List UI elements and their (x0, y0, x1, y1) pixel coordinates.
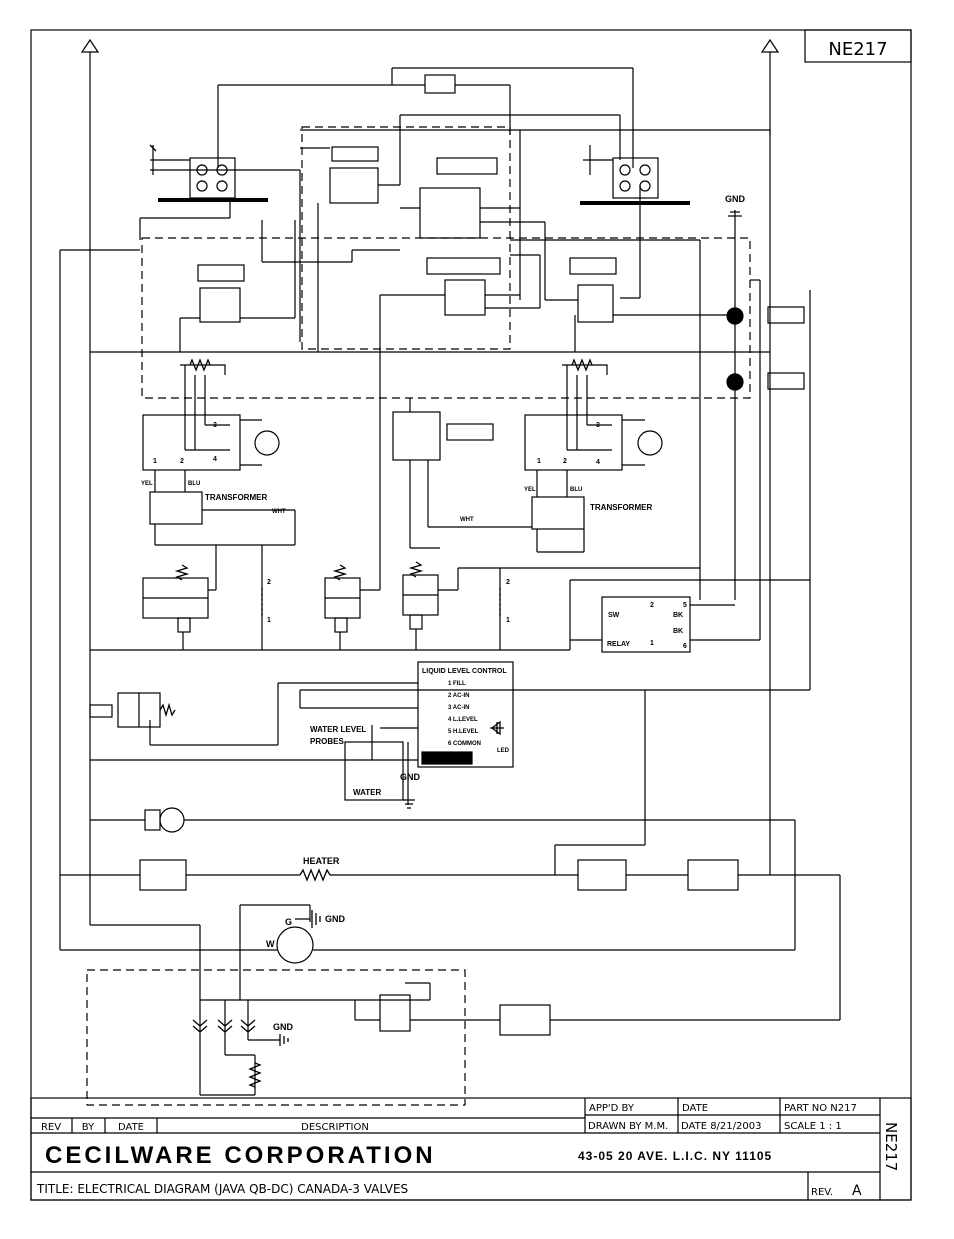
line-terminal-left-icon (80, 38, 100, 53)
part-no: PART NO N217 (784, 1103, 857, 1114)
transformer-left-label: TRANSFORMER (205, 493, 267, 502)
relay-terminal-5: 5 (683, 602, 687, 609)
valve-spring-left-icon (174, 564, 190, 581)
diode-icon (490, 720, 504, 736)
col-by: BY (82, 1122, 95, 1133)
gnd-water-icon (403, 799, 415, 809)
relay-terminal-2: 2 (650, 602, 654, 609)
water-label: WATER (353, 788, 382, 797)
thermistor-right-icon (571, 358, 593, 372)
terminal-1-left: 1 (153, 458, 157, 465)
gnd-bottom-icon (279, 1034, 289, 1046)
water-level-probes-line2: PROBES (310, 737, 344, 746)
coil-right-terminal-2: 2 (506, 579, 510, 586)
company-name: CECILWARE CORPORATION (45, 1142, 436, 1169)
water-level-probes-line1: WATER LEVEL (310, 725, 366, 734)
rev-label: REV. (811, 1187, 833, 1198)
blu-right-label: BLU (570, 487, 582, 493)
gnd-plug-label: GND (325, 914, 346, 924)
coil-left-terminal-2: 2 (267, 579, 271, 586)
company-address: 43-05 20 AVE. L.I.C. NY 11105 (578, 1149, 772, 1163)
llc-title: LIQUID LEVEL CONTROL (422, 668, 507, 675)
corner-part-box (804, 29, 912, 63)
gnd-bottom-label: GND (273, 1022, 294, 1032)
llc-item-6: 6 COMMON (448, 741, 481, 747)
terminal-3-right: 3 (596, 422, 600, 429)
transformer-right-label: TRANSFORMER (590, 503, 652, 512)
plug-g-label: G (285, 917, 292, 927)
drawn-by: DRAWN BY M.M. (588, 1121, 668, 1132)
rev-value: A (852, 1183, 862, 1199)
three-way-valve-spring-icon (159, 702, 176, 718)
coil-right-terminal-1: 1 (506, 617, 510, 624)
line-terminal-right-icon (760, 38, 780, 53)
llc-item-3: 3 AC-IN (448, 705, 469, 711)
drawing-frame (30, 29, 912, 1201)
coil-left-terminal-1: 1 (267, 617, 271, 624)
plug-w-label: W (266, 939, 275, 949)
relay-label: RELAY (607, 641, 630, 648)
valve-spring-right-icon (408, 561, 424, 578)
valve-spring-mid-icon (332, 564, 348, 581)
col-description: DESCRIPTION (301, 1122, 369, 1133)
terminal-1-right: 1 (537, 458, 541, 465)
col-rev: REV (41, 1122, 61, 1133)
gnd-top-label: GND (725, 194, 746, 204)
probe-resistor-icon (248, 1062, 262, 1088)
wht-right-label: WHT (460, 517, 474, 523)
terminal-2-left: 2 (180, 458, 184, 465)
gnd-plug-icon (295, 910, 321, 928)
wht-left-label: WHT (272, 509, 286, 515)
relay-terminal-1: 1 (650, 640, 654, 647)
llc-led-label: LED (497, 748, 510, 754)
date-label: DATE (682, 1103, 708, 1114)
col-date: DATE (118, 1122, 144, 1133)
terminal-4-left: 4 (213, 456, 217, 463)
appd-by: APP'D BY (589, 1103, 635, 1114)
corner-part-number: NE217 (828, 39, 887, 60)
thermistor-left-icon (189, 358, 211, 372)
relay-bk-top-label: BK (673, 612, 683, 619)
llc-item-4: 4 L.LEVEL (448, 717, 478, 723)
llc-item-2: 2 AC-IN (448, 693, 469, 699)
title-block (30, 1097, 912, 1201)
top-switch (424, 74, 456, 94)
yel-left-label: YEL (141, 481, 153, 487)
terminal-2-right: 2 (563, 458, 567, 465)
relay-terminal-6: 6 (683, 643, 687, 650)
yel-right-label: YEL (524, 487, 536, 493)
probe-electrodes-icon (192, 1019, 256, 1033)
terminal-4-right: 4 (596, 459, 600, 466)
drawn-date: DATE 8/21/2003 (681, 1121, 761, 1132)
heater-icon (299, 868, 331, 882)
drawing-title: TITLE: ELECTRICAL DIAGRAM (JAVA QB-DC) C… (36, 1182, 408, 1196)
relay-sw-label: SW (608, 612, 620, 619)
side-part-number: NE217 (882, 1122, 900, 1171)
gnd-water-label: GND (400, 772, 421, 782)
heater-label: HEATER (303, 856, 340, 866)
relay-bk-bottom-label: BK (673, 628, 683, 635)
scale: SCALE 1 : 1 (784, 1121, 842, 1132)
terminal-3-left: 3 (213, 422, 217, 429)
llc-item-1: 1 FILL (448, 681, 466, 687)
llc-item-5: 5 H.LEVEL (448, 729, 479, 735)
blu-left-label: BLU (188, 481, 200, 487)
